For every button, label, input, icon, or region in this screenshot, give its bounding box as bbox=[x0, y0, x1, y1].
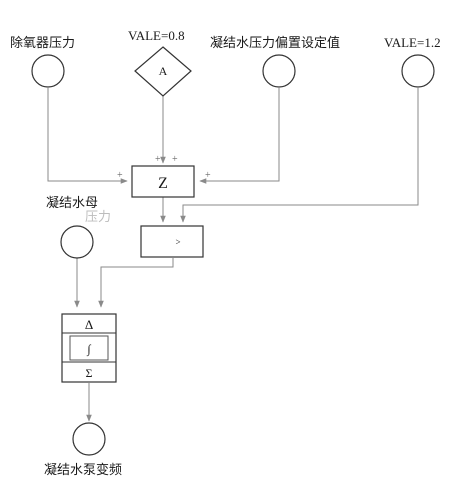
sign-top: + bbox=[155, 154, 161, 165]
pid-integral-symbol: ∫ bbox=[86, 342, 91, 356]
sign-right: + bbox=[205, 170, 211, 181]
input-node-setpoint bbox=[262, 54, 296, 88]
input-node-constant-b bbox=[401, 54, 435, 88]
compare-block-symbol: > bbox=[175, 237, 180, 247]
sign-top-right: + bbox=[172, 154, 178, 165]
compare-block bbox=[140, 225, 204, 258]
wire-setpoint-to-sum bbox=[199, 88, 280, 184]
pid-integral-cell bbox=[69, 335, 109, 361]
sum-block bbox=[131, 165, 195, 198]
wire-constant-b-to-compare bbox=[180, 88, 419, 223]
input-node-condensate-header bbox=[60, 225, 94, 259]
input-label-condensate-header: 凝结水母 bbox=[46, 195, 98, 211]
constant-a-symbol: A bbox=[159, 64, 168, 78]
input-label-deaerator-pressure: 除氧器压力 bbox=[10, 36, 75, 51]
output-node-pump-vfd bbox=[72, 422, 106, 456]
constant-a-diamond bbox=[134, 46, 192, 97]
constant-b-value-label: VALE=1.2 bbox=[384, 35, 441, 50]
input-label-condensate-header-overflow: 压力 bbox=[85, 210, 111, 225]
pid-delta-symbol: Δ bbox=[85, 317, 93, 332]
sum-block-symbol: Z bbox=[158, 175, 168, 192]
pid-sum-symbol: Σ bbox=[86, 366, 93, 380]
input-node-deaerator-pressure bbox=[31, 54, 65, 88]
sign-left: + bbox=[117, 170, 123, 181]
constant-a-value-label: VALE=0.8 bbox=[128, 28, 185, 43]
input-label-setpoint: 凝结水压力偏置设定值 bbox=[210, 35, 340, 51]
wire-compare-to-pid bbox=[98, 258, 174, 308]
output-label-pump-vfd: 凝结水泵变频 bbox=[44, 462, 122, 478]
wire-deaerator-to-sum bbox=[47, 88, 128, 184]
